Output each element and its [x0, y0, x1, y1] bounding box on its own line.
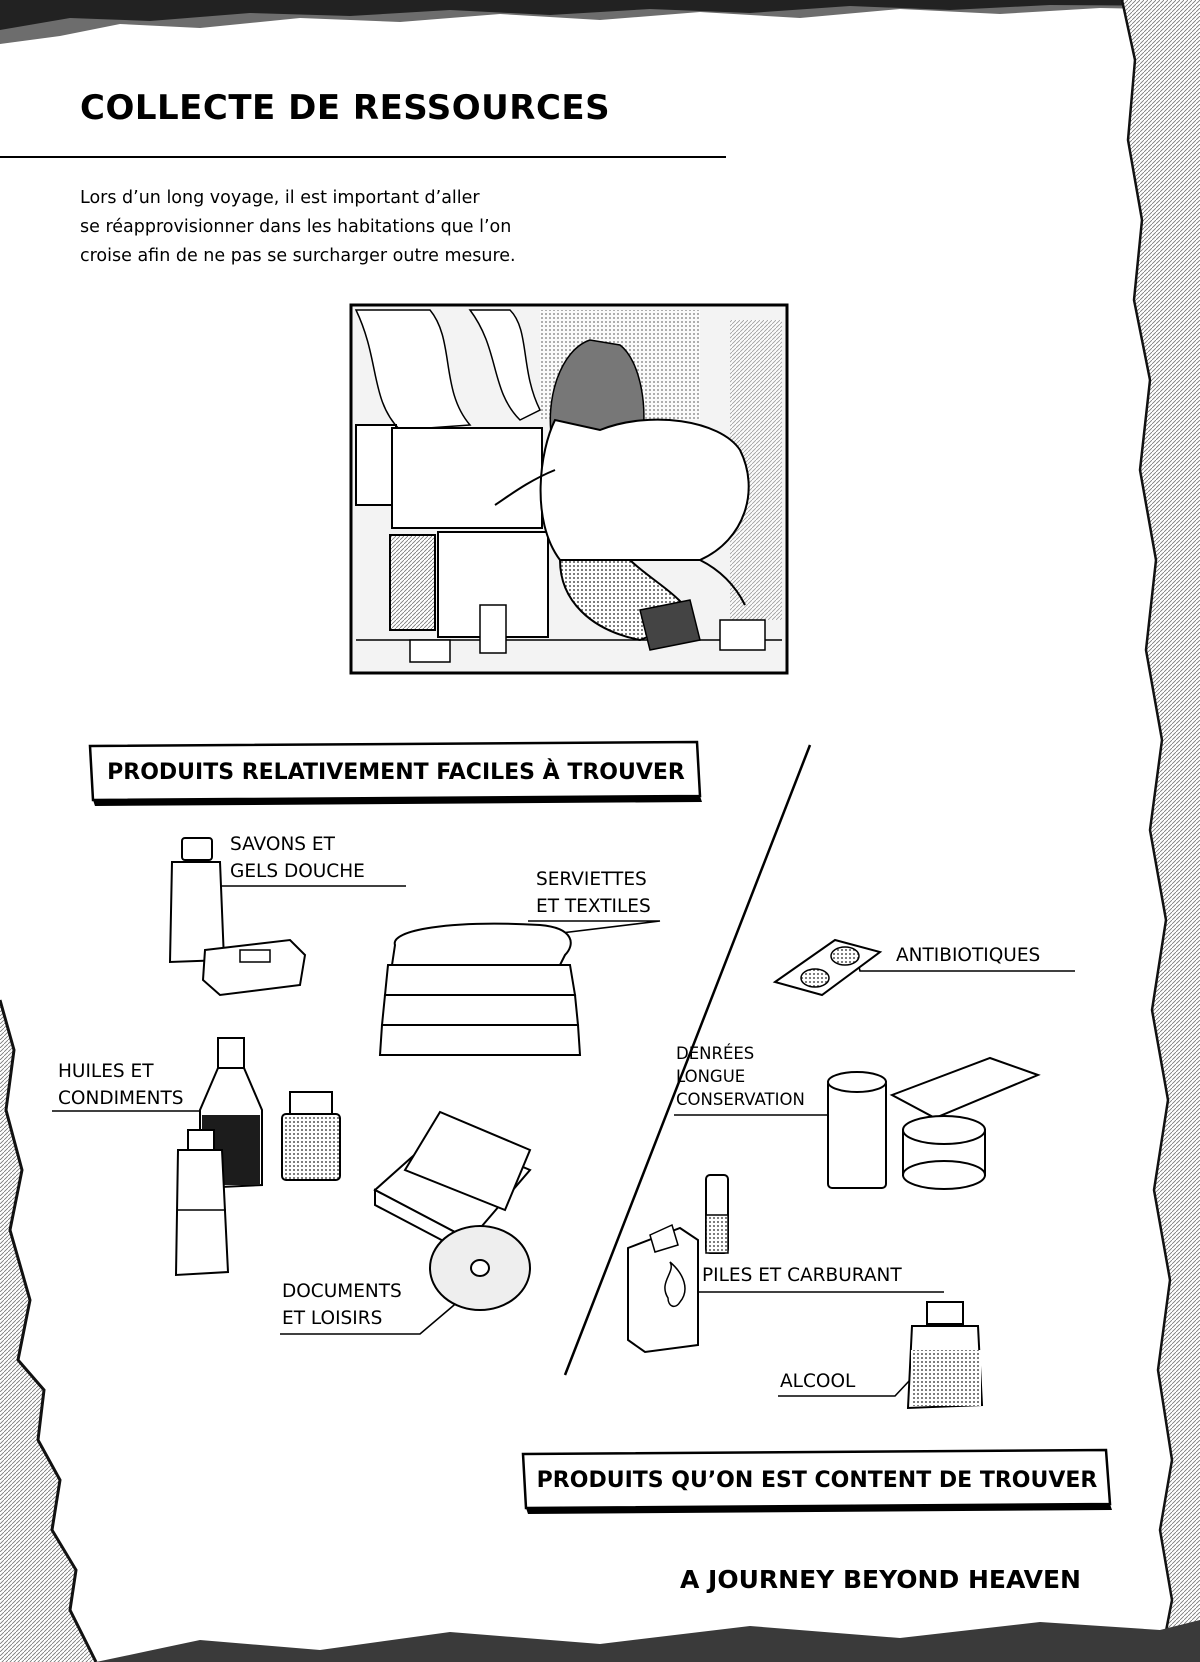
torn-edge-top [0, 0, 1200, 44]
torn-edge-right [1120, 0, 1200, 1662]
batteries-label: PILES ET CARBURANT [702, 1262, 902, 1289]
page-title: COLLECTE DE RESSOURCES [80, 88, 611, 128]
label-line: DOCUMENTS [282, 1281, 402, 1302]
soaps-label: SAVONS ET GELS DOUCHE [230, 831, 365, 885]
label-line: ALCOOL [780, 1371, 856, 1392]
towels-label: SERVIETTES ET TEXTILES [536, 866, 651, 920]
battery-fuel-drawing [627, 1174, 729, 1354]
manga-panel-illustration [349, 303, 789, 675]
intro-line: se réapprovisionner dans les habitations… [80, 217, 512, 237]
antibiotics-label: ANTIBIOTIQUES [896, 942, 1040, 969]
label-rules [52, 885, 1075, 1397]
rare-section-heading: PRODUITS QU’ON EST CONTENT DE TROUVER [536, 1468, 1098, 1493]
intro-paragraph: Lors d’un long voyage, il est important … [80, 184, 600, 271]
alcohol-label: ALCOOL [780, 1368, 855, 1395]
oils-label: HUILES ET CONDIMENTS [58, 1058, 184, 1112]
easy-section-heading: PRODUITS RELATIVEMENT FACILES À TROUVER [107, 760, 685, 785]
label-line: DENRÉES [676, 1044, 755, 1063]
label-line: ET TEXTILES [536, 896, 651, 917]
label-line: CONDIMENTS [58, 1088, 184, 1109]
label-line: ET LOISIRS [282, 1308, 383, 1329]
oil-bottles-drawing [174, 1037, 341, 1277]
label-line: CONSERVATION [676, 1090, 805, 1109]
label-line: SAVONS ET [230, 834, 335, 855]
towel-stack-drawing [378, 922, 582, 1056]
section-divider [563, 744, 812, 1376]
torn-edge-bottom [96, 1620, 1200, 1662]
label-line: GELS DOUCHE [230, 861, 365, 882]
pill-blister-drawing [772, 938, 883, 997]
label-line: LONGUE [676, 1067, 746, 1086]
intro-line: croise afin de ne pas se surcharger outr… [80, 246, 516, 266]
food-label: DENRÉES LONGUE CONSERVATION [676, 1042, 805, 1111]
documents-label: DOCUMENTS ET LOISIRS [282, 1278, 402, 1332]
soap-bottle-drawing [168, 837, 307, 997]
alcohol-jar-drawing [906, 1301, 984, 1410]
torn-edge-left [0, 999, 98, 1662]
intro-line: Lors d’un long voyage, il est important … [80, 188, 480, 208]
label-line: PILES ET CARBURANT [702, 1265, 902, 1286]
banner-frame-easy [88, 740, 702, 806]
label-line: HUILES ET [58, 1061, 154, 1082]
footer-series-title: A JOURNEY BEYOND HEAVEN [680, 1565, 1081, 1594]
books-cd-drawing [373, 1110, 532, 1311]
banner-frame-rare [521, 1448, 1112, 1514]
label-line: SERVIETTES [536, 869, 647, 890]
canned-food-drawing [827, 1056, 1041, 1190]
label-line: ANTIBIOTIQUES [896, 945, 1041, 966]
